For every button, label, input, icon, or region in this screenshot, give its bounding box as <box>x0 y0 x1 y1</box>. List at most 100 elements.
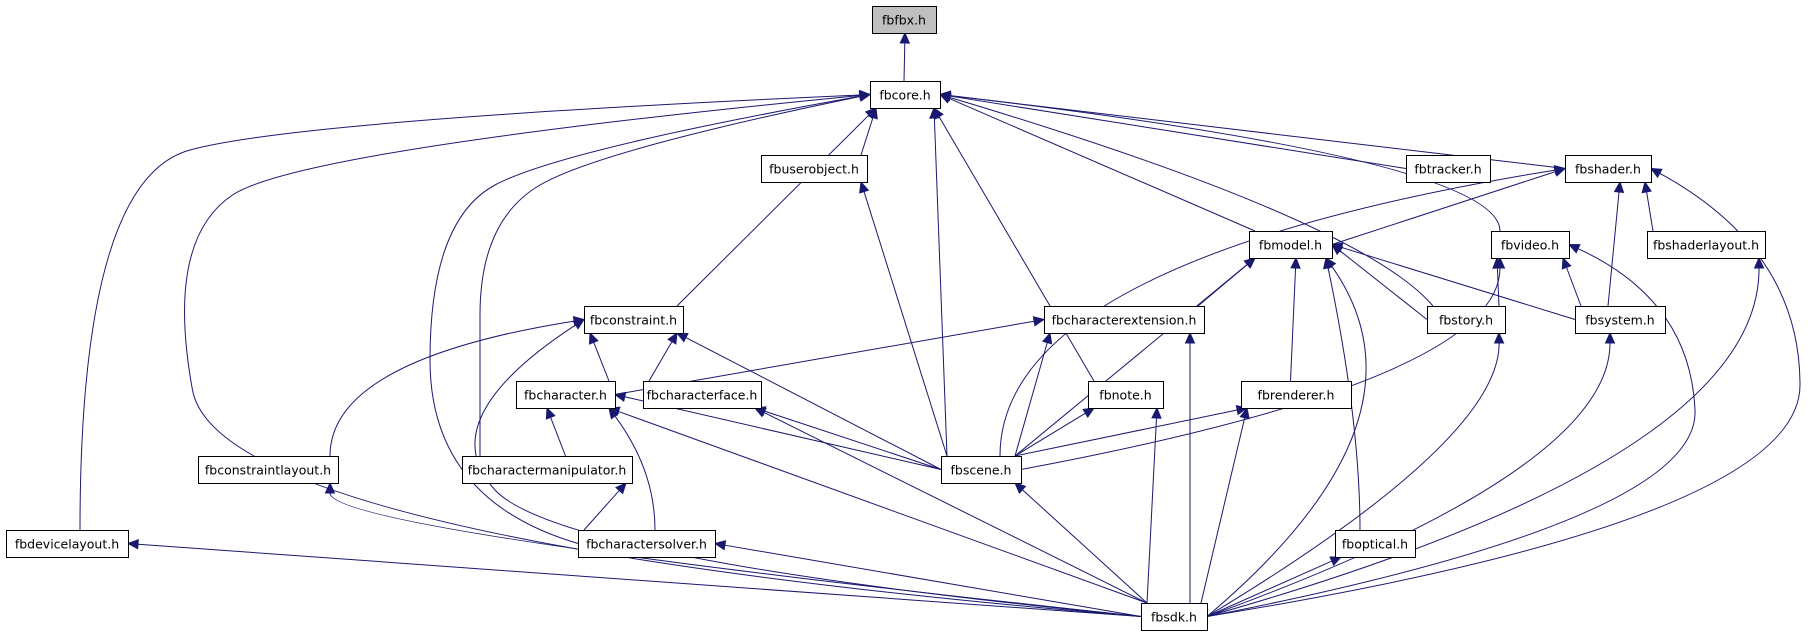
node-label: fbcharacterface.h <box>647 388 758 403</box>
edge-line <box>903 42 906 82</box>
edge-arrowhead <box>859 90 872 101</box>
edge-arrowhead <box>938 92 952 103</box>
node-fbcharacter[interactable]: fbcharacter.h <box>516 381 616 409</box>
edge-line <box>1014 263 1248 457</box>
edge-line <box>1496 267 1500 307</box>
edge-line <box>1341 246 1576 320</box>
node-fbtracker[interactable]: fbtracker.h <box>1406 155 1491 183</box>
node-fbcharactersolver[interactable]: fbcharactersolver.h <box>578 530 716 558</box>
edge-arrowhead <box>1239 406 1250 420</box>
edge-arrowhead <box>675 332 689 343</box>
edge-fbstory-to-fbmodel <box>1331 243 1428 320</box>
edge-fbscene-to-fbvideo <box>1020 256 1506 470</box>
edge-line <box>479 96 861 456</box>
edge-arrowhead <box>1649 167 1663 179</box>
node-fbconstraint[interactable]: fbconstraint.h <box>584 306 684 334</box>
edge-line <box>1014 412 1086 457</box>
edge-line <box>1327 267 1361 531</box>
edge-arrowhead <box>1290 256 1301 269</box>
edge-fbscene-to-fbcore <box>929 106 948 457</box>
edge-fbshaderlayout-to-fbshader <box>1641 180 1654 232</box>
edge-line <box>1014 409 1238 457</box>
node-label: fbsystem.h <box>1585 313 1654 328</box>
node-box <box>578 530 716 558</box>
node-box <box>643 381 762 409</box>
edge-line <box>1020 267 1501 470</box>
edge-fbsdk-to-fbshaderlayout <box>1206 256 1765 617</box>
node-fbmodel[interactable]: fbmodel.h <box>1249 231 1333 259</box>
edge-line <box>1206 248 1696 617</box>
node-fbsdk[interactable]: fbsdk.h <box>1141 603 1208 631</box>
edge-fbcharacter-to-fbconstraint <box>588 331 610 382</box>
node-box <box>198 456 339 484</box>
edge-line <box>550 417 566 457</box>
node-box <box>516 381 616 409</box>
node-box <box>1241 381 1352 409</box>
node-fbvideo[interactable]: fbvideo.h <box>1491 231 1570 259</box>
edge-fbstory-to-fbcore <box>938 92 1434 307</box>
node-box <box>1647 231 1766 259</box>
node-label: fbcharactersolver.h <box>586 537 707 552</box>
edge-line <box>1146 417 1157 604</box>
node-fbstory[interactable]: fbstory.h <box>1427 306 1506 334</box>
node-fbscene[interactable]: fbscene.h <box>941 456 1022 484</box>
edge-line <box>1566 267 1582 307</box>
edge-line <box>1206 342 1500 617</box>
edge-line <box>999 169 1556 457</box>
node-fbshader[interactable]: fbshader.h <box>1565 155 1652 183</box>
node-fbcharacterextension[interactable]: fbcharacterextension.h <box>1044 306 1205 334</box>
edge-line <box>860 117 874 156</box>
edge-arrowhead <box>1553 164 1567 176</box>
node-fbsystem[interactable]: fbsystem.h <box>1575 306 1666 334</box>
node-label: fbcharactermanipulator.h <box>468 463 627 478</box>
edge-line <box>1646 191 1654 232</box>
node-fbdevicelayout[interactable]: fbdevicelayout.h <box>6 530 129 558</box>
edge-fbscene-to-fbuserobject <box>859 180 948 457</box>
edge-line <box>618 410 1148 604</box>
node-label: fbmodel.h <box>1259 238 1322 253</box>
node-fbnote[interactable]: fbnote.h <box>1088 381 1164 409</box>
edge-line <box>329 320 575 457</box>
node-label: fbscene.h <box>951 463 1012 478</box>
node-fbuserobject[interactable]: fbuserobject.h <box>761 155 868 183</box>
node-label: fboptical.h <box>1342 537 1408 552</box>
edge-line <box>329 492 1142 617</box>
edge-fbscene-to-fbcharacterextension <box>1014 331 1053 457</box>
node-label: fbcharacter.h <box>524 388 607 403</box>
edge-line <box>763 412 1148 604</box>
node-box <box>1427 306 1506 334</box>
edge-arrowhead <box>1082 407 1096 418</box>
edge-arrowhead <box>545 406 556 420</box>
edge-line <box>1200 417 1246 604</box>
node-box <box>761 155 868 183</box>
edge-line <box>863 191 948 457</box>
edge-arrowhead <box>615 482 627 495</box>
node-fbrenderer[interactable]: fbrenderer.h <box>1241 381 1352 409</box>
edge-line <box>938 116 1095 382</box>
node-label: fbtracker.h <box>1414 162 1481 177</box>
edge-line <box>949 95 1501 232</box>
node-fboptical[interactable]: fboptical.h <box>1335 530 1416 558</box>
node-fbcharactermanipulator[interactable]: fbcharactermanipulator.h <box>462 456 633 484</box>
node-fbcharacterface[interactable]: fbcharacterface.h <box>643 381 762 409</box>
edge-line <box>1206 267 1760 617</box>
node-label: fbsdk.h <box>1151 610 1197 625</box>
edge-arrowhead <box>1567 243 1581 254</box>
edge-fbsdk-to-fbstory <box>1206 331 1505 617</box>
edge-fbsdk-to-fbmodel <box>1206 257 1367 617</box>
node-fbfbx[interactable]: fbfbx.h <box>872 6 937 34</box>
edge-line <box>593 342 610 382</box>
node-label: fbdevicelayout.h <box>15 537 119 552</box>
edge-arrowhead <box>1184 331 1196 344</box>
node-fbshaderlayout[interactable]: fbshaderlayout.h <box>1647 231 1766 259</box>
node-fbcore[interactable]: fbcore.h <box>870 81 941 109</box>
edge-line <box>949 96 1434 307</box>
node-label: fbuserobject.h <box>769 162 859 177</box>
edge-arrowhead <box>1325 257 1337 270</box>
edge-arrowhead <box>324 481 336 494</box>
node-fbconstraintlayout[interactable]: fbconstraintlayout.h <box>198 456 339 484</box>
edge-arrowhead <box>1753 256 1765 269</box>
edge-line <box>1206 265 1367 617</box>
edge-fbsystem-to-fbshader <box>1607 180 1625 307</box>
edge-line <box>724 544 1142 617</box>
